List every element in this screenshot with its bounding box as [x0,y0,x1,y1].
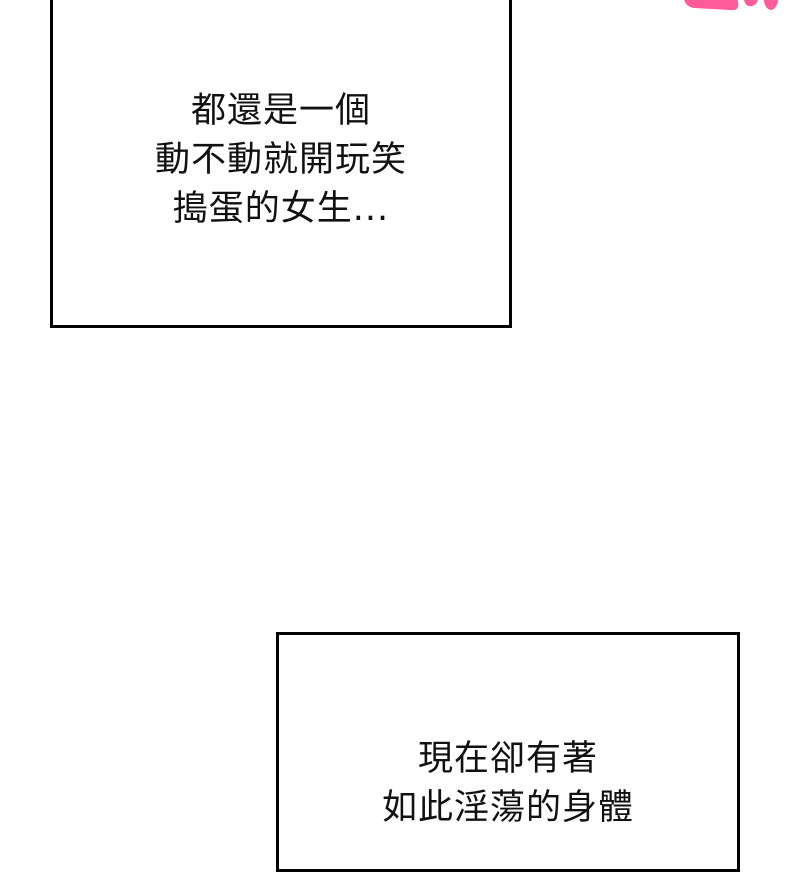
caption-line: 現在卻有著 [417,739,598,779]
pink-sound-effect-icon [684,0,779,11]
caption-box-1: 都還是一個 動不動就開玩笑 搗蛋的女生... [50,0,512,328]
caption-line: 都還是一個 [190,91,371,131]
caption-box-2: 現在卻有著 如此淫蕩的身體 [276,632,740,872]
caption-line: 如此淫蕩的身體 [381,788,634,828]
caption-text-1: 都還是一個 動不動就開玩笑 搗蛋的女生... [53,87,509,234]
caption-line: 動不動就開玩笑 [154,140,407,180]
caption-line: 搗蛋的女生... [172,189,390,229]
caption-text-2: 現在卻有著 如此淫蕩的身體 [279,735,737,833]
